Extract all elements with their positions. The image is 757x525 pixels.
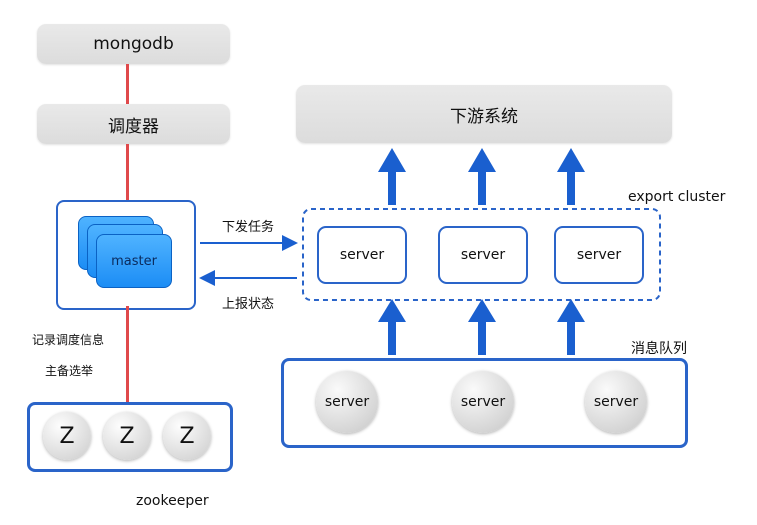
dispatch-task-label: 下发任务 <box>222 220 275 235</box>
mongodb-scheduler-link <box>126 64 129 104</box>
scheduler-master-link <box>126 144 129 200</box>
leader-election-label: 主备选举 <box>45 364 94 378</box>
report-status-label: 上报状态 <box>222 297 275 312</box>
downstream-label: 下游系统 <box>450 106 518 127</box>
mongodb-label: mongodb <box>93 34 174 54</box>
export-server: server <box>554 226 644 284</box>
queue-server: server <box>452 371 514 433</box>
zk-node: Z <box>103 412 151 460</box>
zookeeper-label: zookeeper <box>136 493 209 509</box>
scheduler-node: 调度器 <box>37 104 230 144</box>
export-server: server <box>438 226 528 284</box>
master-label: master <box>111 253 157 269</box>
scheduler-label: 调度器 <box>108 116 159 137</box>
master-card-front: master <box>96 234 172 288</box>
master-zookeeper-link <box>126 306 129 402</box>
record-schedule-label: 记录调度信息 <box>32 333 105 347</box>
export-server: server <box>317 226 407 284</box>
downstream-node: 下游系统 <box>296 85 672 143</box>
zk-node: Z <box>43 412 91 460</box>
mongodb-node: mongodb <box>37 24 230 64</box>
export-cluster-label: export cluster <box>628 189 726 205</box>
queue-server: server <box>585 371 647 433</box>
zk-node: Z <box>163 412 211 460</box>
message-queue-label: 消息队列 <box>631 341 687 357</box>
queue-server: server <box>316 371 378 433</box>
export-to-downstream-arrows <box>378 148 585 205</box>
export-cluster-outline <box>302 208 661 301</box>
zookeeper-panel: Z Z Z <box>27 402 233 472</box>
message-queue-panel: server server server <box>281 358 688 448</box>
queue-to-export-arrows <box>378 299 585 355</box>
